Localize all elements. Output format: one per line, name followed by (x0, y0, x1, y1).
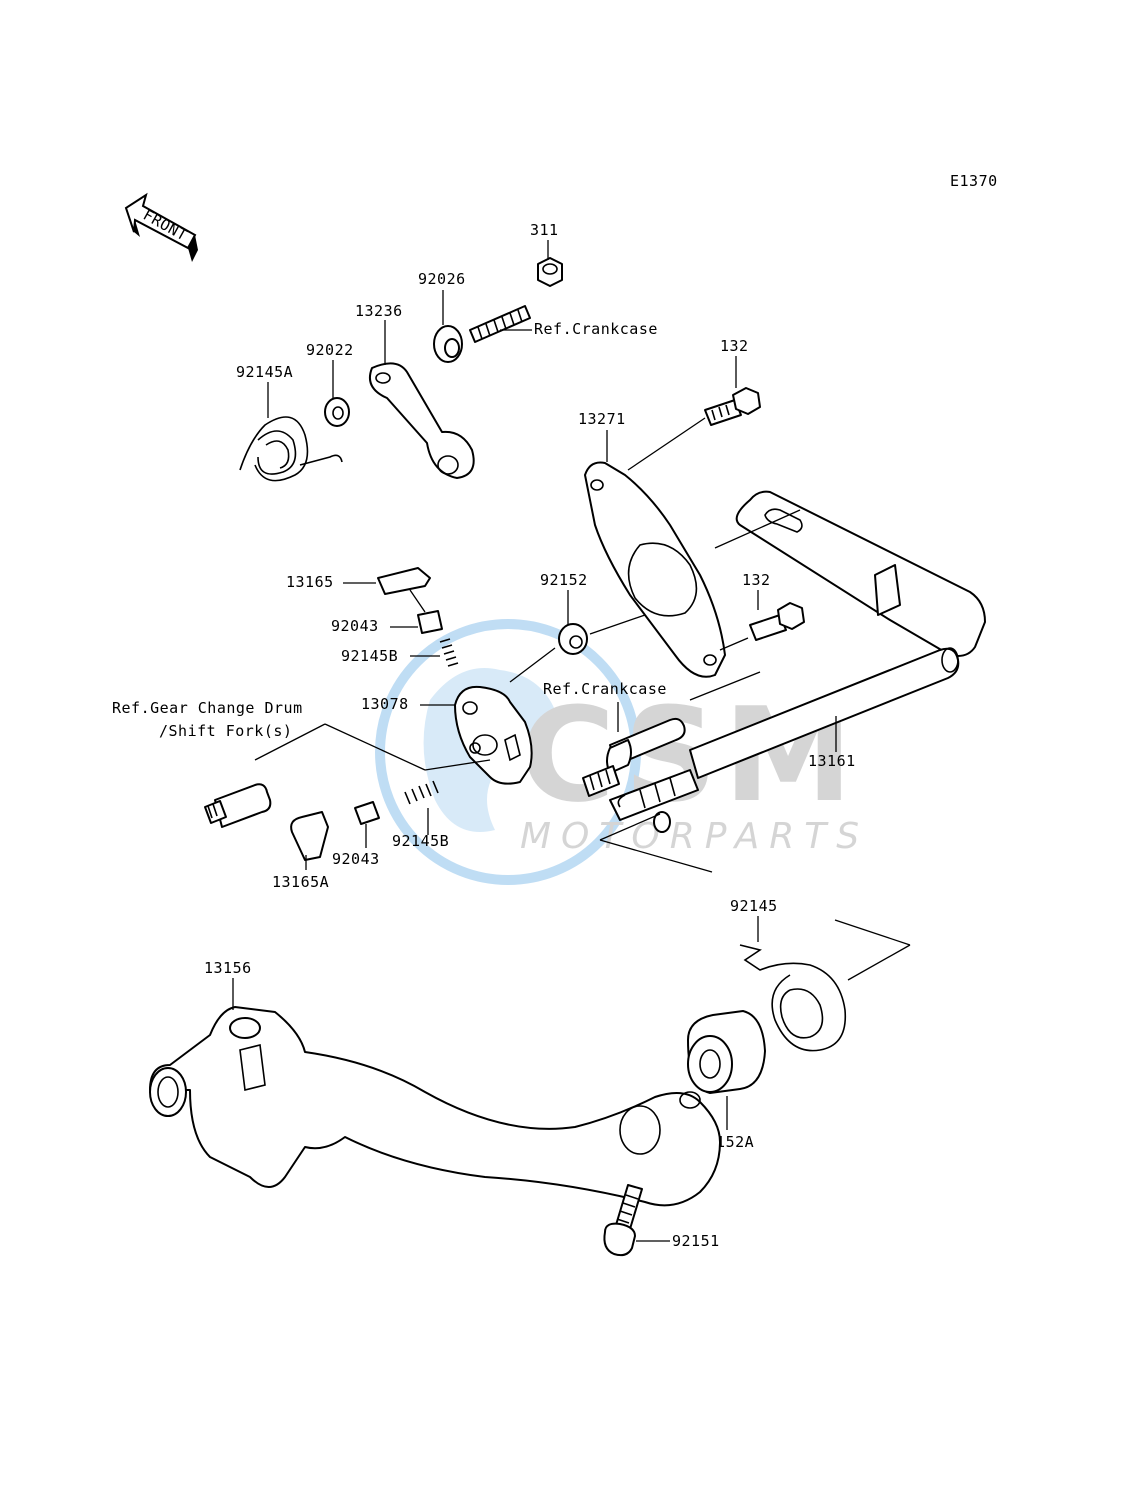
part-13165A-pawl[interactable] (290, 811, 329, 861)
label-13078: 13078 (361, 695, 409, 713)
part-92152-washer[interactable] (558, 623, 588, 655)
label-92145A: 92145A (236, 363, 293, 381)
part-crankcase-stud[interactable] (582, 717, 686, 797)
diagram-code: E1370 (950, 172, 998, 190)
watermark: CSM MOTORPARTS (375, 619, 869, 885)
part-92043-pin-bottom[interactable] (354, 801, 380, 825)
label-ref-gear-change-2: /Shift Fork(s) (159, 722, 292, 740)
part-92026-washer[interactable] (433, 325, 463, 363)
part-92145A-spring[interactable] (239, 416, 343, 482)
label-13165A: 13165A (272, 873, 329, 891)
part-92145B-spring-top[interactable] (439, 638, 459, 667)
part-13165-pawl[interactable] (377, 567, 431, 595)
label-13271: 13271 (578, 410, 626, 428)
part-92151-bolt[interactable] (603, 1184, 643, 1257)
part-13271-plate[interactable] (584, 461, 726, 678)
part-132-bolt-mid[interactable] (749, 602, 805, 641)
label-ref-crankcase-top: Ref.Crankcase (534, 320, 658, 338)
part-13156-shift-pedal[interactable] (149, 1006, 721, 1207)
label-ref-crankcase-mid: Ref.Crankcase (543, 680, 667, 698)
part-stud-bolt[interactable] (469, 305, 531, 343)
label-92043-top: 92043 (331, 617, 379, 635)
label-311: 311 (530, 221, 559, 239)
label-92026: 92026 (418, 270, 466, 288)
label-13156: 13156 (204, 959, 252, 977)
label-13236: 13236 (355, 302, 403, 320)
front-label: FRONT (140, 206, 190, 245)
label-92152: 92152 (540, 571, 588, 589)
part-92152A-collar[interactable] (687, 1010, 766, 1094)
label-92145B-top: 92145B (341, 647, 398, 665)
part-92145B-spring-bottom[interactable] (404, 780, 439, 805)
part-13161-shaft[interactable] (609, 490, 986, 833)
label-92151: 92151 (672, 1232, 720, 1250)
label-92145: 92145 (730, 897, 778, 915)
part-92145-spring[interactable] (739, 944, 847, 1052)
label-13161: 13161 (808, 752, 856, 770)
part-92022-washer[interactable] (324, 397, 350, 427)
label-92043-bottom: 92043 (332, 850, 380, 868)
part-gear-change-pin[interactable] (204, 783, 272, 828)
part-13236-lever[interactable] (368, 362, 475, 479)
label-ref-gear-change-1: Ref.Gear Change Drum (112, 699, 303, 717)
label-132-top: 132 (720, 337, 749, 355)
watermark-sub: MOTORPARTS (520, 816, 869, 857)
watermark-brand: CSM (520, 679, 859, 831)
front-arrow-icon: FRONT (124, 192, 198, 262)
part-13078-shift-cam[interactable] (454, 685, 533, 785)
label-132-mid: 132 (742, 571, 771, 589)
part-311-nut[interactable] (537, 257, 563, 287)
label-92022: 92022 (306, 341, 354, 359)
part-92043-pin-top[interactable] (417, 610, 443, 634)
label-92145B-bottom: 92145B (392, 832, 449, 850)
part-132-bolt-top[interactable] (704, 387, 761, 426)
label-13165: 13165 (286, 573, 334, 591)
